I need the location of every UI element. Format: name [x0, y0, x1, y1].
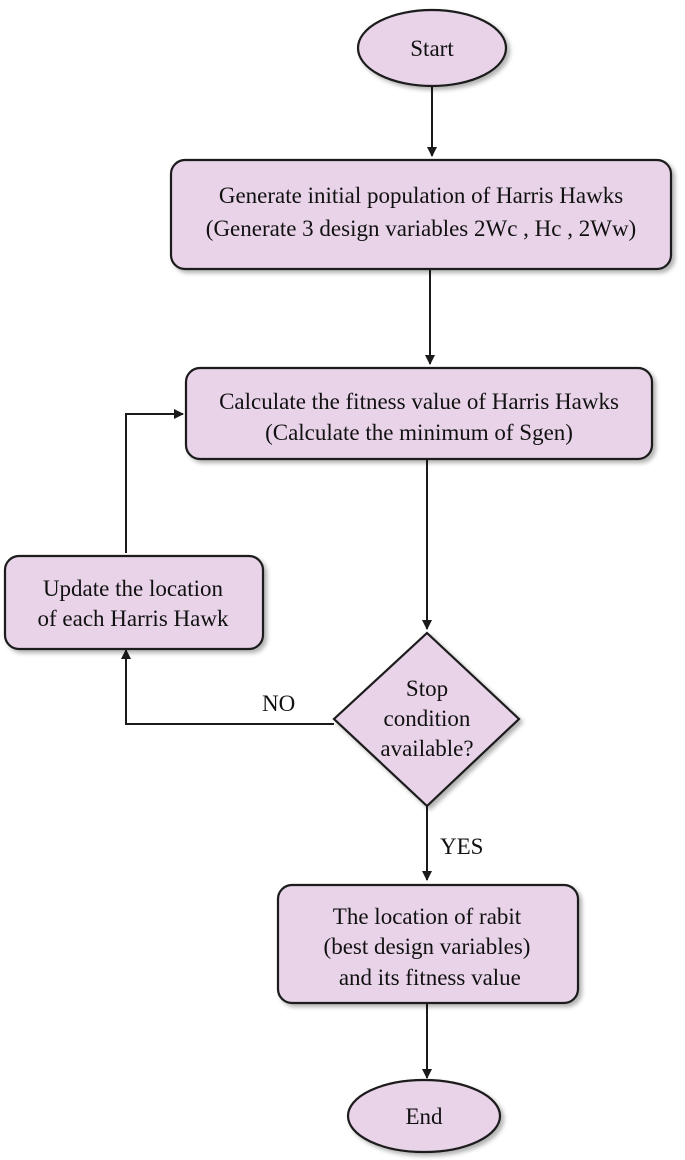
decision-line-2: condition	[384, 706, 471, 731]
start-label: Start	[410, 36, 454, 61]
arrow-decision-to-update	[121, 649, 334, 725]
calculate-line-2: (Calculate the minimum of Sgen)	[265, 420, 573, 445]
start-ellipse	[356, 8, 508, 88]
update-box	[3, 554, 265, 651]
result-line-1: The location of rabit	[333, 904, 522, 929]
end-ellipse	[346, 1078, 502, 1154]
generate-line-1: Generate initial population of Harris Ha…	[219, 183, 623, 208]
calculate-line-1: Calculate the fitness value of Harris Ha…	[219, 389, 619, 414]
start-node: Start	[356, 8, 508, 88]
calculate-fitness-node: Calculate the fitness value of Harris Ha…	[184, 366, 654, 461]
decision-diamond	[332, 631, 521, 808]
result-line-3: and its fitness value	[333, 965, 521, 990]
decision-line-3: available?	[380, 736, 473, 761]
generate-box	[169, 158, 673, 271]
result-line-2: (best design variables)	[324, 934, 531, 959]
generate-population-node: Generate initial population of Harris Ha…	[169, 158, 673, 271]
edge-label-yes: YES	[440, 834, 483, 859]
edge-label-no: NO	[262, 691, 295, 716]
end-node: End	[346, 1078, 502, 1154]
stop-condition-decision: Stop condition available?	[332, 631, 521, 808]
edges	[121, 87, 437, 1079]
calculate-box	[184, 366, 654, 461]
result-box	[276, 883, 580, 1005]
end-label: End	[405, 1104, 443, 1129]
arrow-update-to-calculate	[125, 409, 184, 553]
result-node: The location of rabit (best design varia…	[276, 883, 580, 1005]
update-location-node: Update the location of each Harris Hawk	[3, 554, 265, 651]
decision-line-1: Stop	[406, 676, 448, 701]
update-line-1: Update the location	[43, 576, 224, 601]
update-line-2: of each Harris Hawk	[38, 606, 229, 631]
generate-line-2: (Generate 3 design variables 2Wc , Hc , …	[206, 216, 636, 241]
